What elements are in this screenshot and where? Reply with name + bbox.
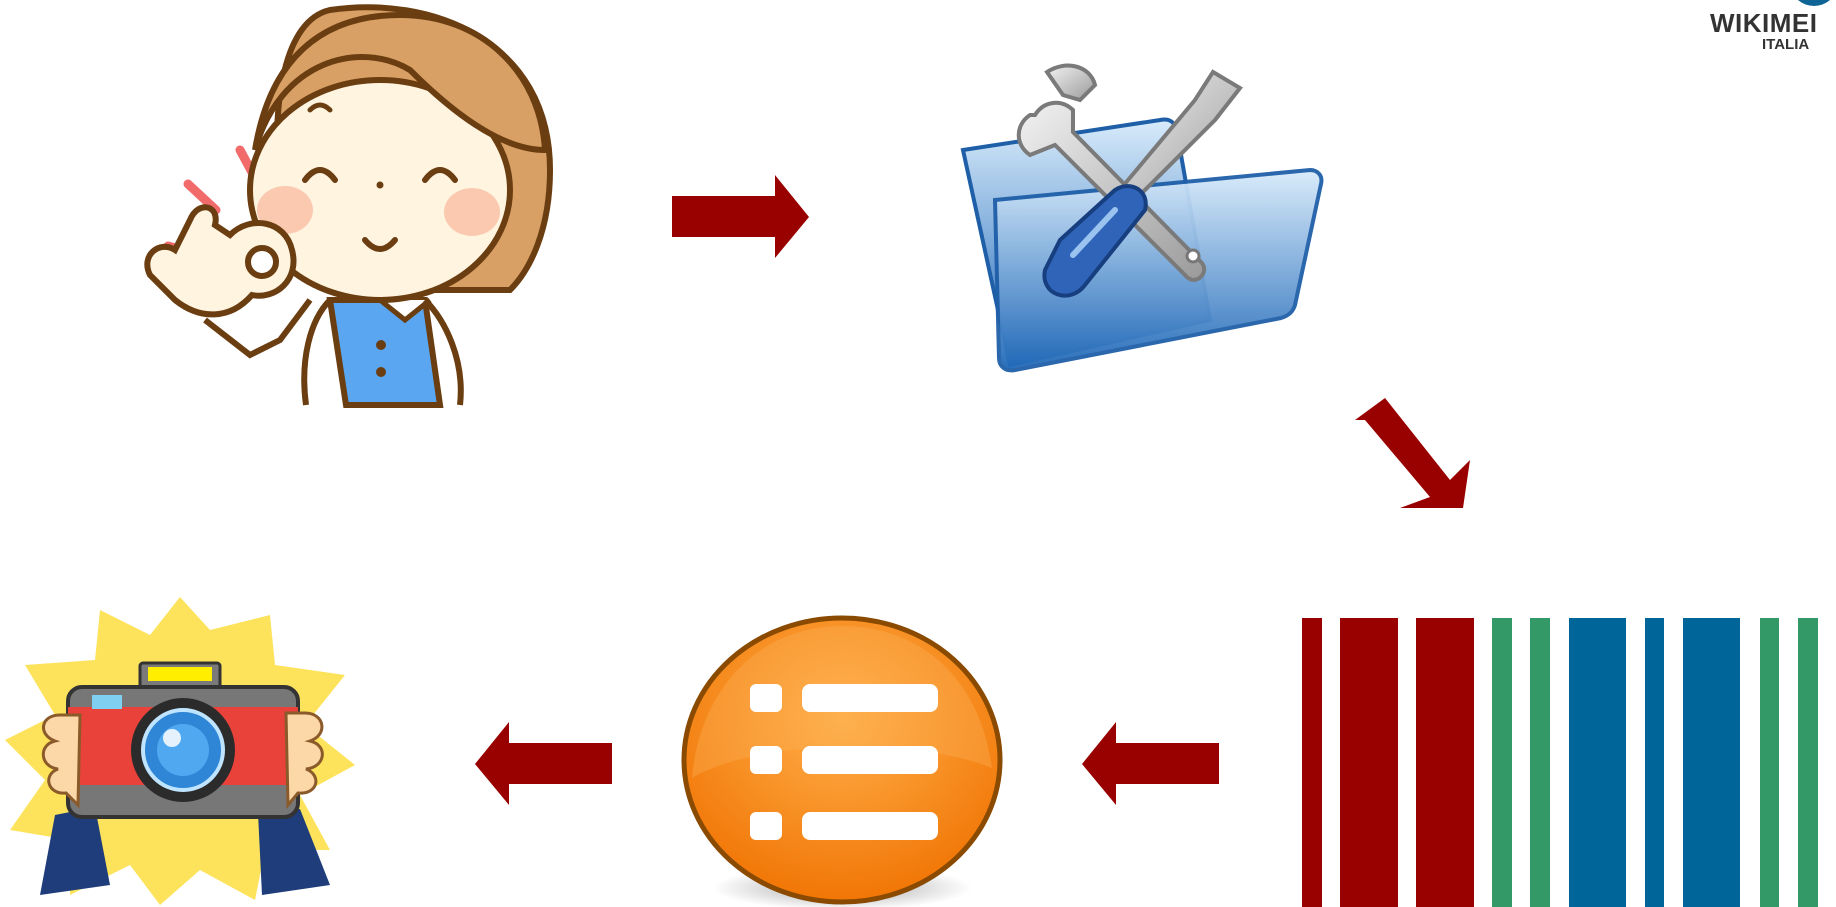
arrow-right-icon [672, 175, 812, 260]
logo-name: WIKIMEI [1710, 8, 1818, 38]
wikimedia-italia-logo: WIKIMEI ITALIA [1706, 0, 1836, 60]
arrow-left-icon-2 [475, 722, 615, 807]
arrow-down-right-icon [1355, 395, 1475, 515]
folder-tools-icon [955, 60, 1325, 400]
list-bubble-icon [680, 615, 1005, 907]
wikidata-barcode-icon [1300, 618, 1820, 907]
logo-subtitle: ITALIA [1762, 36, 1810, 53]
camera-flash-icon [0, 595, 360, 907]
person-ok-gesture-icon [80, 0, 560, 420]
arrow-left-icon [1082, 722, 1222, 807]
logo-mark-icon [1792, 0, 1836, 6]
